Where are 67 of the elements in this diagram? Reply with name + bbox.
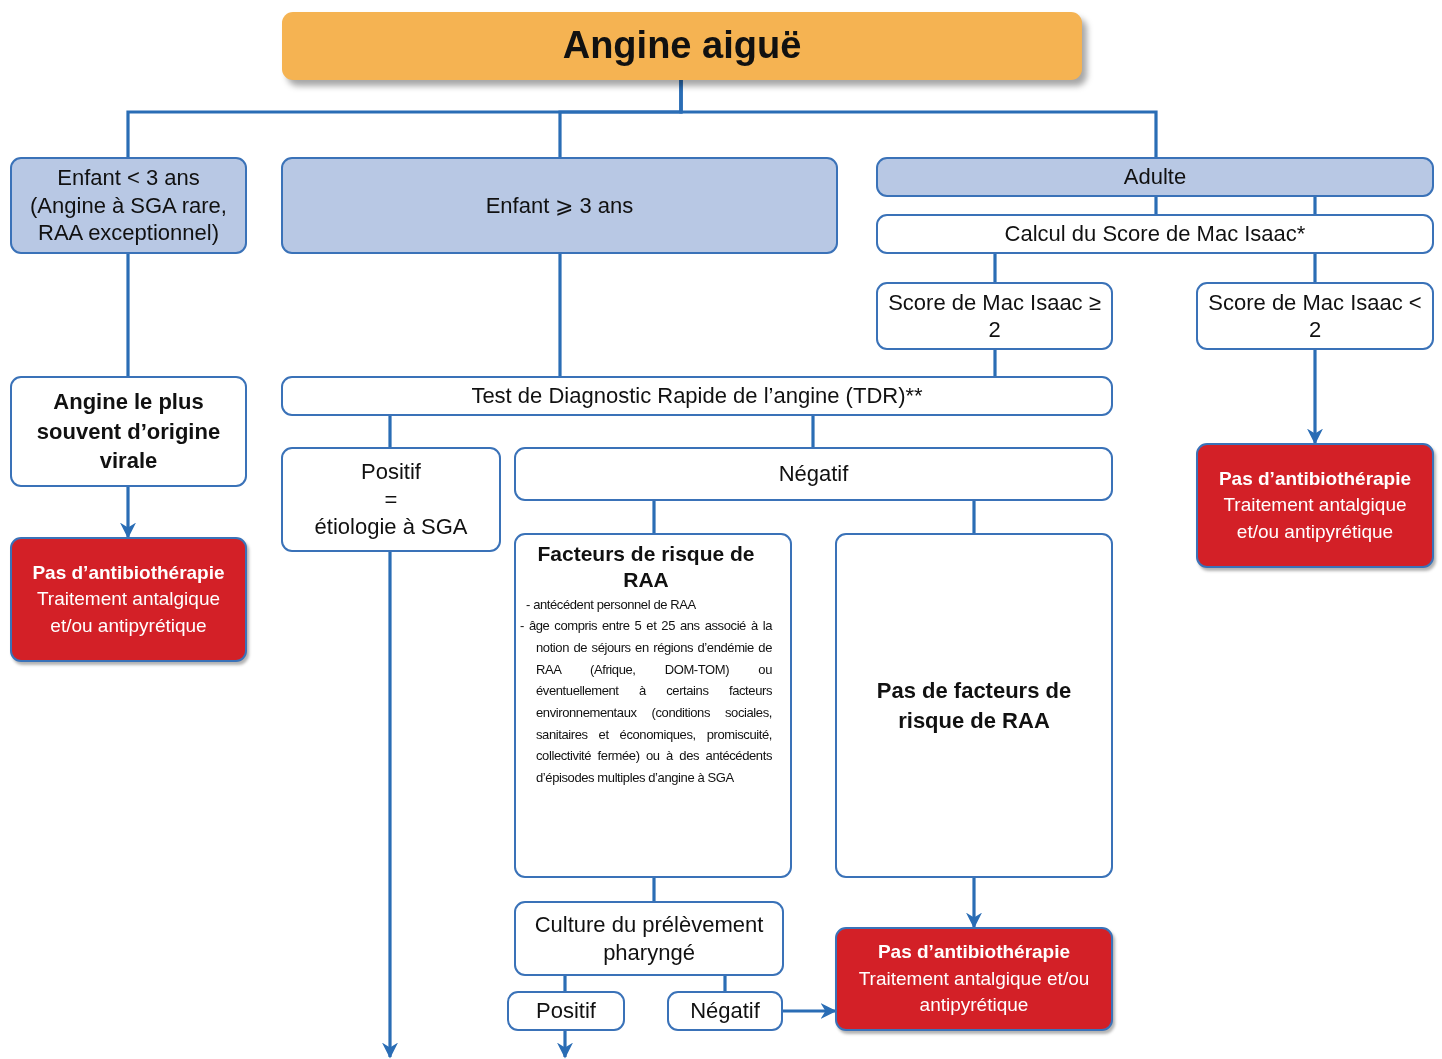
arrow (382, 552, 398, 1059)
risk-factor-box (514, 533, 792, 878)
box-text: Enfant ⩾ 3 ans (485, 191, 634, 220)
box-heading: Pas d’antibiothérapie (877, 940, 1071, 965)
box-text: Positif (536, 997, 596, 1025)
box-text: étiologie à SGA (314, 513, 468, 541)
connector-line (811, 416, 815, 447)
box-text: - âge compris entre 5 et 25 ans associé à la notion de séjours en régions d’endémie de RAA (Afrique, DOM-TOM) ou éventuellement à certains facteurs environnementaux (conditions sociales, sanitaires et économiques, promiscuité, collectivité fermée) ou à des antécédents d’épisodes multiples d’angine à SGA (520, 617, 772, 788)
box-heading: Enfant < 3 ans (57, 164, 200, 192)
connector-line (558, 254, 562, 376)
connector-line (1313, 254, 1317, 282)
box-heading: Facteurs de risque de RAA (536, 541, 756, 594)
connector-line (972, 501, 976, 533)
arrow (557, 1031, 573, 1059)
process-box (876, 282, 1113, 350)
box-text: Score de Mac Isaac ≥ 2 (887, 288, 1102, 344)
process-box (281, 376, 1113, 416)
category-box (281, 157, 838, 254)
process-box (514, 901, 784, 976)
box-text: Pas de facteurs de risque de RAA (875, 676, 1073, 735)
arrow (783, 1003, 837, 1019)
result-box (667, 991, 783, 1031)
process-box (876, 214, 1434, 254)
box-text: Traitement antalgique et/ou antipyrétique (35, 587, 222, 638)
title-box (282, 12, 1082, 80)
arrow (120, 487, 136, 539)
box-text: = (384, 485, 398, 514)
connector-line (652, 501, 656, 533)
connector-line (652, 878, 656, 901)
box-heading: Positif (361, 458, 421, 486)
connector-line (1313, 197, 1317, 214)
connector-line (126, 254, 130, 376)
process-box (514, 447, 1113, 501)
connector-line (723, 976, 727, 991)
box-text: Culture du prélèvement pharyngé (533, 911, 765, 966)
box-text: Négatif (690, 997, 760, 1025)
outcome-box (1196, 443, 1434, 568)
box-heading: Pas d’antibiothérapie (1218, 466, 1412, 491)
outcome-box (835, 927, 1113, 1031)
result-box (507, 991, 625, 1031)
connector-line (993, 254, 997, 282)
category-box (10, 157, 247, 254)
box-text: Calcul du Score de Mac Isaac* (1004, 220, 1306, 248)
outcome-box (10, 537, 247, 662)
box-text: - antécédent personnel de RAA (525, 595, 697, 614)
arrow (1307, 350, 1323, 445)
connector-line (679, 80, 1158, 157)
connector-line (388, 416, 392, 447)
box-text: Traitement antalgique et/ou antipyrétique (857, 966, 1091, 1018)
arrow (966, 878, 982, 929)
box-heading: Pas d’antibiothérapie (32, 560, 225, 585)
connector-line (1154, 197, 1158, 214)
box-text: (Angine à SGA rare, RAA exceptionnel) (29, 191, 228, 247)
connector-line (563, 976, 567, 991)
process-box (1196, 282, 1434, 350)
box-text: Test de Diagnostic Rapide de l’angine (TDR)** (471, 382, 923, 410)
box-text: Angine aiguë (562, 23, 802, 69)
connector-line (993, 350, 997, 376)
box-text: Négatif (778, 460, 849, 488)
box-text: Angine le plus souvent d’origine virale (35, 387, 222, 476)
process-box (10, 376, 247, 487)
category-box (876, 157, 1434, 197)
process-box (835, 533, 1113, 878)
process-box (281, 447, 501, 552)
box-text: Score de Mac Isaac < 2 (1207, 288, 1423, 344)
box-text: Traitement antalgique et/ou antipyrétique (1222, 493, 1408, 544)
box-text: Adulte (1123, 163, 1187, 191)
